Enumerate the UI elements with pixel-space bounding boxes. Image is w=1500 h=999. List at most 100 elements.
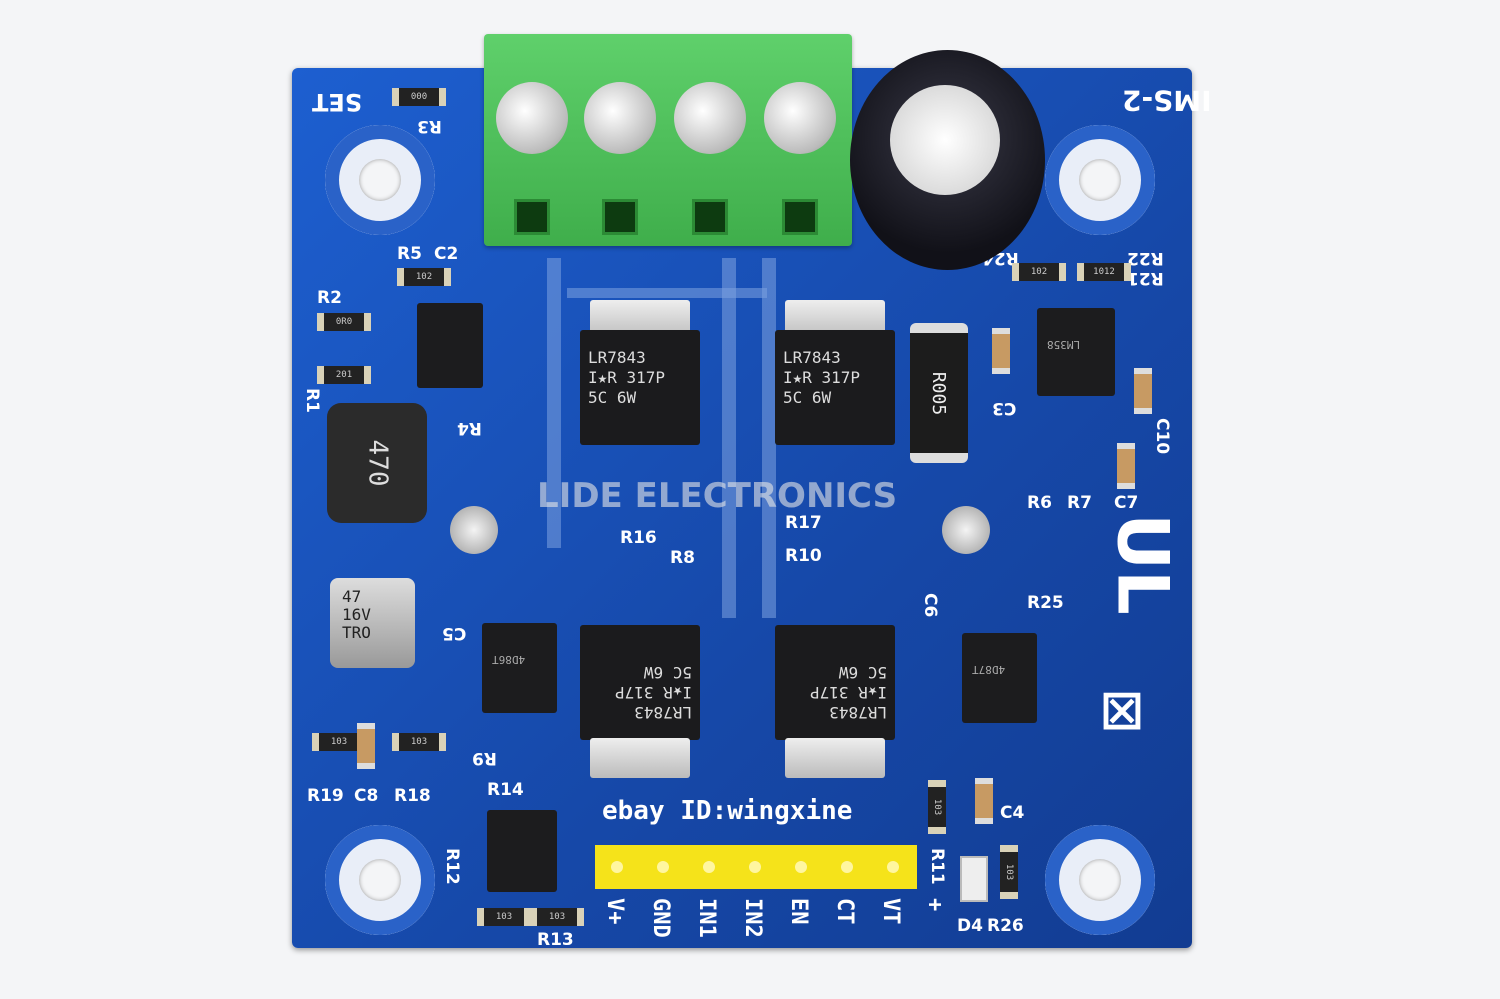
silk-r4: R4 xyxy=(457,418,482,438)
pin-label-plus: + xyxy=(922,898,947,912)
capacitor-top xyxy=(890,85,1000,195)
mosfet-marking: LR7843 xyxy=(829,703,887,722)
terminal-wire-slot[interactable] xyxy=(514,199,550,235)
cap-voltage: 16V xyxy=(342,605,371,624)
mounting-hole xyxy=(1045,125,1155,235)
mosfet-marking: 5C 6W xyxy=(643,663,692,682)
ic-marking: 4D86T xyxy=(492,653,526,666)
silk-r14: R14 xyxy=(487,780,524,800)
trace xyxy=(567,288,767,298)
electrolytic-capacitor-small: 47 16V TRO xyxy=(330,578,415,668)
header-pin[interactable] xyxy=(841,861,853,873)
terminal-wire-slot[interactable] xyxy=(692,199,728,235)
silk-r8: R8 xyxy=(670,548,695,568)
header-pin[interactable] xyxy=(795,861,807,873)
led-d4 xyxy=(960,856,988,902)
pin-label-ct: CT xyxy=(832,898,857,925)
mosfet-marking: LR7843 xyxy=(588,348,646,367)
silk-model: IMS-2 xyxy=(1122,84,1212,117)
mosfet-marking: LR7843 xyxy=(783,348,841,367)
header-pin[interactable] xyxy=(611,861,623,873)
ic-marking: 4D87T xyxy=(972,663,1006,676)
electrolytic-capacitor-large xyxy=(850,50,1045,270)
inductor: 470 xyxy=(327,403,427,523)
header-pin[interactable] xyxy=(749,861,761,873)
resistor-r2: 0R0 xyxy=(317,313,371,331)
terminal-screw[interactable] xyxy=(764,82,836,154)
silk-r1: R1 xyxy=(302,388,322,413)
resistor-r11: 103 xyxy=(928,780,946,834)
silk-c10: C10 xyxy=(1152,418,1172,455)
terminal-screw[interactable] xyxy=(584,82,656,154)
mosfet-marking: 5C 6W xyxy=(588,388,637,407)
weee-bin-icon: ⊠ xyxy=(1100,668,1144,750)
mosfet-tab xyxy=(590,738,690,778)
terminal-wire-slot[interactable] xyxy=(782,199,818,235)
ic-marking: LM358 xyxy=(1047,338,1081,351)
pin-label-vplus: V+ xyxy=(602,898,627,925)
resistor-r26: 103 xyxy=(1000,845,1018,899)
silk-r13: R13 xyxy=(537,930,574,950)
silk-r18: R18 xyxy=(394,786,431,806)
silk-c4: C4 xyxy=(1000,803,1025,823)
ic-u5 xyxy=(487,810,557,892)
pin-label-en: EN xyxy=(786,898,811,925)
header-pin[interactable] xyxy=(657,861,669,873)
silk-r9: R9 xyxy=(472,748,497,768)
mounting-hole xyxy=(1045,825,1155,935)
silk-set: SET xyxy=(312,88,363,116)
silk-d4: D4 xyxy=(957,916,983,936)
silk-c2: C2 xyxy=(434,244,459,264)
header-pin[interactable] xyxy=(703,861,715,873)
shunt-resistor: R005 xyxy=(910,323,968,463)
header-pin[interactable] xyxy=(887,861,899,873)
silk-r7: R7 xyxy=(1067,493,1092,513)
pin-label-in1: IN1 xyxy=(694,898,719,938)
mounting-hole xyxy=(325,825,435,935)
terminal-wire-slot[interactable] xyxy=(602,199,638,235)
trace xyxy=(762,258,776,618)
silk-c7: C7 xyxy=(1114,493,1139,513)
mosfet-marking: I★R 317P xyxy=(809,683,887,702)
inductor-marking: 470 xyxy=(362,439,392,487)
resistor-r1: 201 xyxy=(317,366,371,384)
cap-code: TRO xyxy=(342,623,371,642)
silk-c3: C3 xyxy=(992,398,1017,418)
pin-label-gnd: GND xyxy=(648,898,673,938)
resistor-r5: 102 xyxy=(397,268,451,286)
mosfet-marking: 5C 6W xyxy=(783,388,832,407)
mosfet-marking: 5C 6W xyxy=(838,663,887,682)
screw xyxy=(450,506,498,554)
pin-header[interactable] xyxy=(595,845,917,889)
resistor-r12: 103 xyxy=(477,908,531,926)
terminal-screw[interactable] xyxy=(674,82,746,154)
silk-r17: R17 xyxy=(785,513,822,533)
mosfet-marking: I★R 317P xyxy=(783,368,861,387)
silk-r3: R3 xyxy=(417,116,442,136)
pin-label-in2: IN2 xyxy=(740,898,765,938)
ic-u3: 4D86T xyxy=(482,623,557,713)
trace xyxy=(722,258,736,618)
ic-u4: 4D87T xyxy=(962,633,1037,723)
shunt-marking: R005 xyxy=(928,371,950,415)
silk-r21: R21 xyxy=(1127,268,1164,288)
silk-r25: R25 xyxy=(1027,593,1064,613)
silk-r22: R22 xyxy=(1127,248,1164,268)
ebay-id-text: ebay ID:wingxine xyxy=(602,796,853,826)
capacitor-c10 xyxy=(1134,368,1152,414)
silk-r11: R11 xyxy=(927,848,947,885)
mosfet-marking: LR7843 xyxy=(634,703,692,722)
trace xyxy=(547,258,561,548)
silk-c5: C5 xyxy=(442,623,467,643)
mosfet-marking: I★R 317P xyxy=(614,683,692,702)
screw-terminal-block[interactable] xyxy=(484,34,852,246)
ul-logo: UL xyxy=(1101,513,1184,615)
resistor-r18: 103 xyxy=(392,733,446,751)
silk-r16: R16 xyxy=(620,528,657,548)
silk-r12: R12 xyxy=(442,848,462,885)
silk-c8: C8 xyxy=(354,786,379,806)
terminal-screw[interactable] xyxy=(496,82,568,154)
capacitor-c8 xyxy=(357,723,375,769)
